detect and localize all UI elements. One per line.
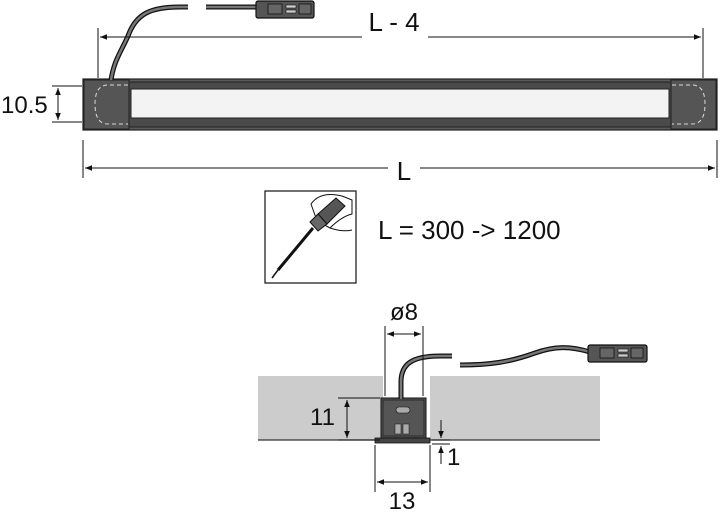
dim-depth-11: 11 bbox=[310, 397, 380, 441]
label-length-range: L = 300 -> 1200 bbox=[378, 215, 561, 245]
screwdriver-icon bbox=[264, 190, 357, 284]
side-connector bbox=[587, 344, 648, 363]
dim-width-13: 13 bbox=[374, 445, 431, 512]
label-width-13: 13 bbox=[389, 488, 416, 512]
cabinet-section-view bbox=[258, 345, 600, 444]
dim-thickness-1: 1 bbox=[432, 420, 460, 471]
label-thickness-1: 1 bbox=[447, 444, 460, 471]
end-cap-right-hidden-line bbox=[672, 84, 706, 125]
label-depth-11: 11 bbox=[310, 404, 335, 431]
label-length-l: L bbox=[397, 156, 411, 186]
dim-diameter-8: ø8 bbox=[384, 299, 424, 396]
top-cable bbox=[108, 0, 258, 81]
led-profile-top-view bbox=[82, 78, 718, 131]
end-cap-left bbox=[83, 79, 130, 130]
dim-height-10-5: 10.5 bbox=[1, 85, 82, 123]
top-connector bbox=[255, 0, 315, 19]
label-diameter-8: ø8 bbox=[390, 299, 418, 326]
label-height-10-5: 10.5 bbox=[1, 92, 48, 119]
spot-flange bbox=[374, 437, 431, 444]
label-l-minus-4: L - 4 bbox=[368, 7, 419, 37]
end-cap-left-hidden-line bbox=[94, 84, 128, 125]
dim-l-minus-4: L - 4 bbox=[97, 7, 704, 78]
end-cap-right bbox=[670, 79, 717, 130]
profile-diffuser bbox=[130, 88, 670, 119]
dim-length-l: L bbox=[82, 140, 718, 186]
